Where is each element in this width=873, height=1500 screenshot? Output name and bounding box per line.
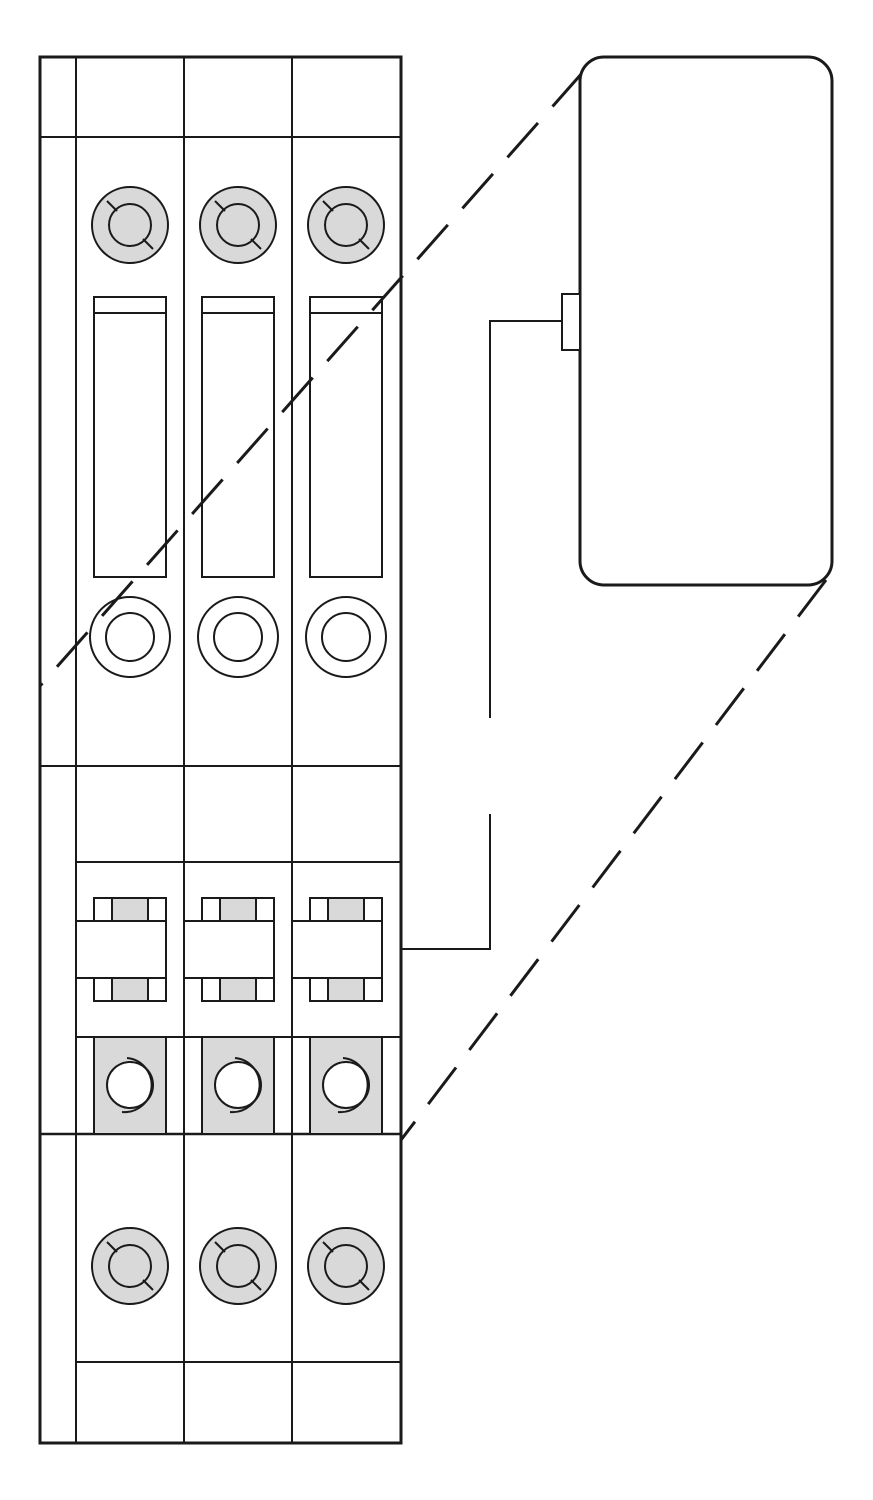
indicator-lamp-icon [89, 596, 171, 678]
contactor-housing [38, 55, 403, 1445]
terminal-screw-icon [199, 1227, 277, 1305]
auxiliary-contact-block-icon [578, 55, 834, 587]
indicator-window-icon [93, 296, 167, 578]
indicator-window-icon [201, 296, 275, 578]
projection-line-lower [399, 579, 828, 1141]
terminal-screw-icon [307, 1227, 385, 1305]
indicator-lamp-icon [305, 596, 387, 678]
projection-line-upper [38, 71, 585, 687]
connection-screw-icon [309, 1036, 383, 1135]
terminal-screw-icon [307, 186, 385, 264]
pole-1 [75, 186, 171, 1305]
connection-screw-icon [93, 1036, 167, 1135]
terminal-screw-icon [199, 186, 277, 264]
terminal-screw-icon [91, 186, 169, 264]
pole-2 [183, 186, 279, 1305]
pole-3 [291, 186, 387, 1305]
accessory-module [561, 55, 834, 587]
connection-screw-icon [201, 1036, 275, 1135]
contact-bridge-icon [183, 897, 275, 1002]
connection-lead [401, 320, 562, 950]
contact-bridge-icon [75, 897, 167, 1002]
indicator-lamp-icon [197, 596, 279, 678]
terminal-screw-icon [91, 1227, 169, 1305]
housing-outline [38, 55, 403, 1445]
contact-bridge-icon [291, 897, 383, 1002]
projection-lines [38, 71, 828, 1141]
module-connector-tab [561, 293, 581, 351]
indicator-window-icon [309, 296, 383, 578]
